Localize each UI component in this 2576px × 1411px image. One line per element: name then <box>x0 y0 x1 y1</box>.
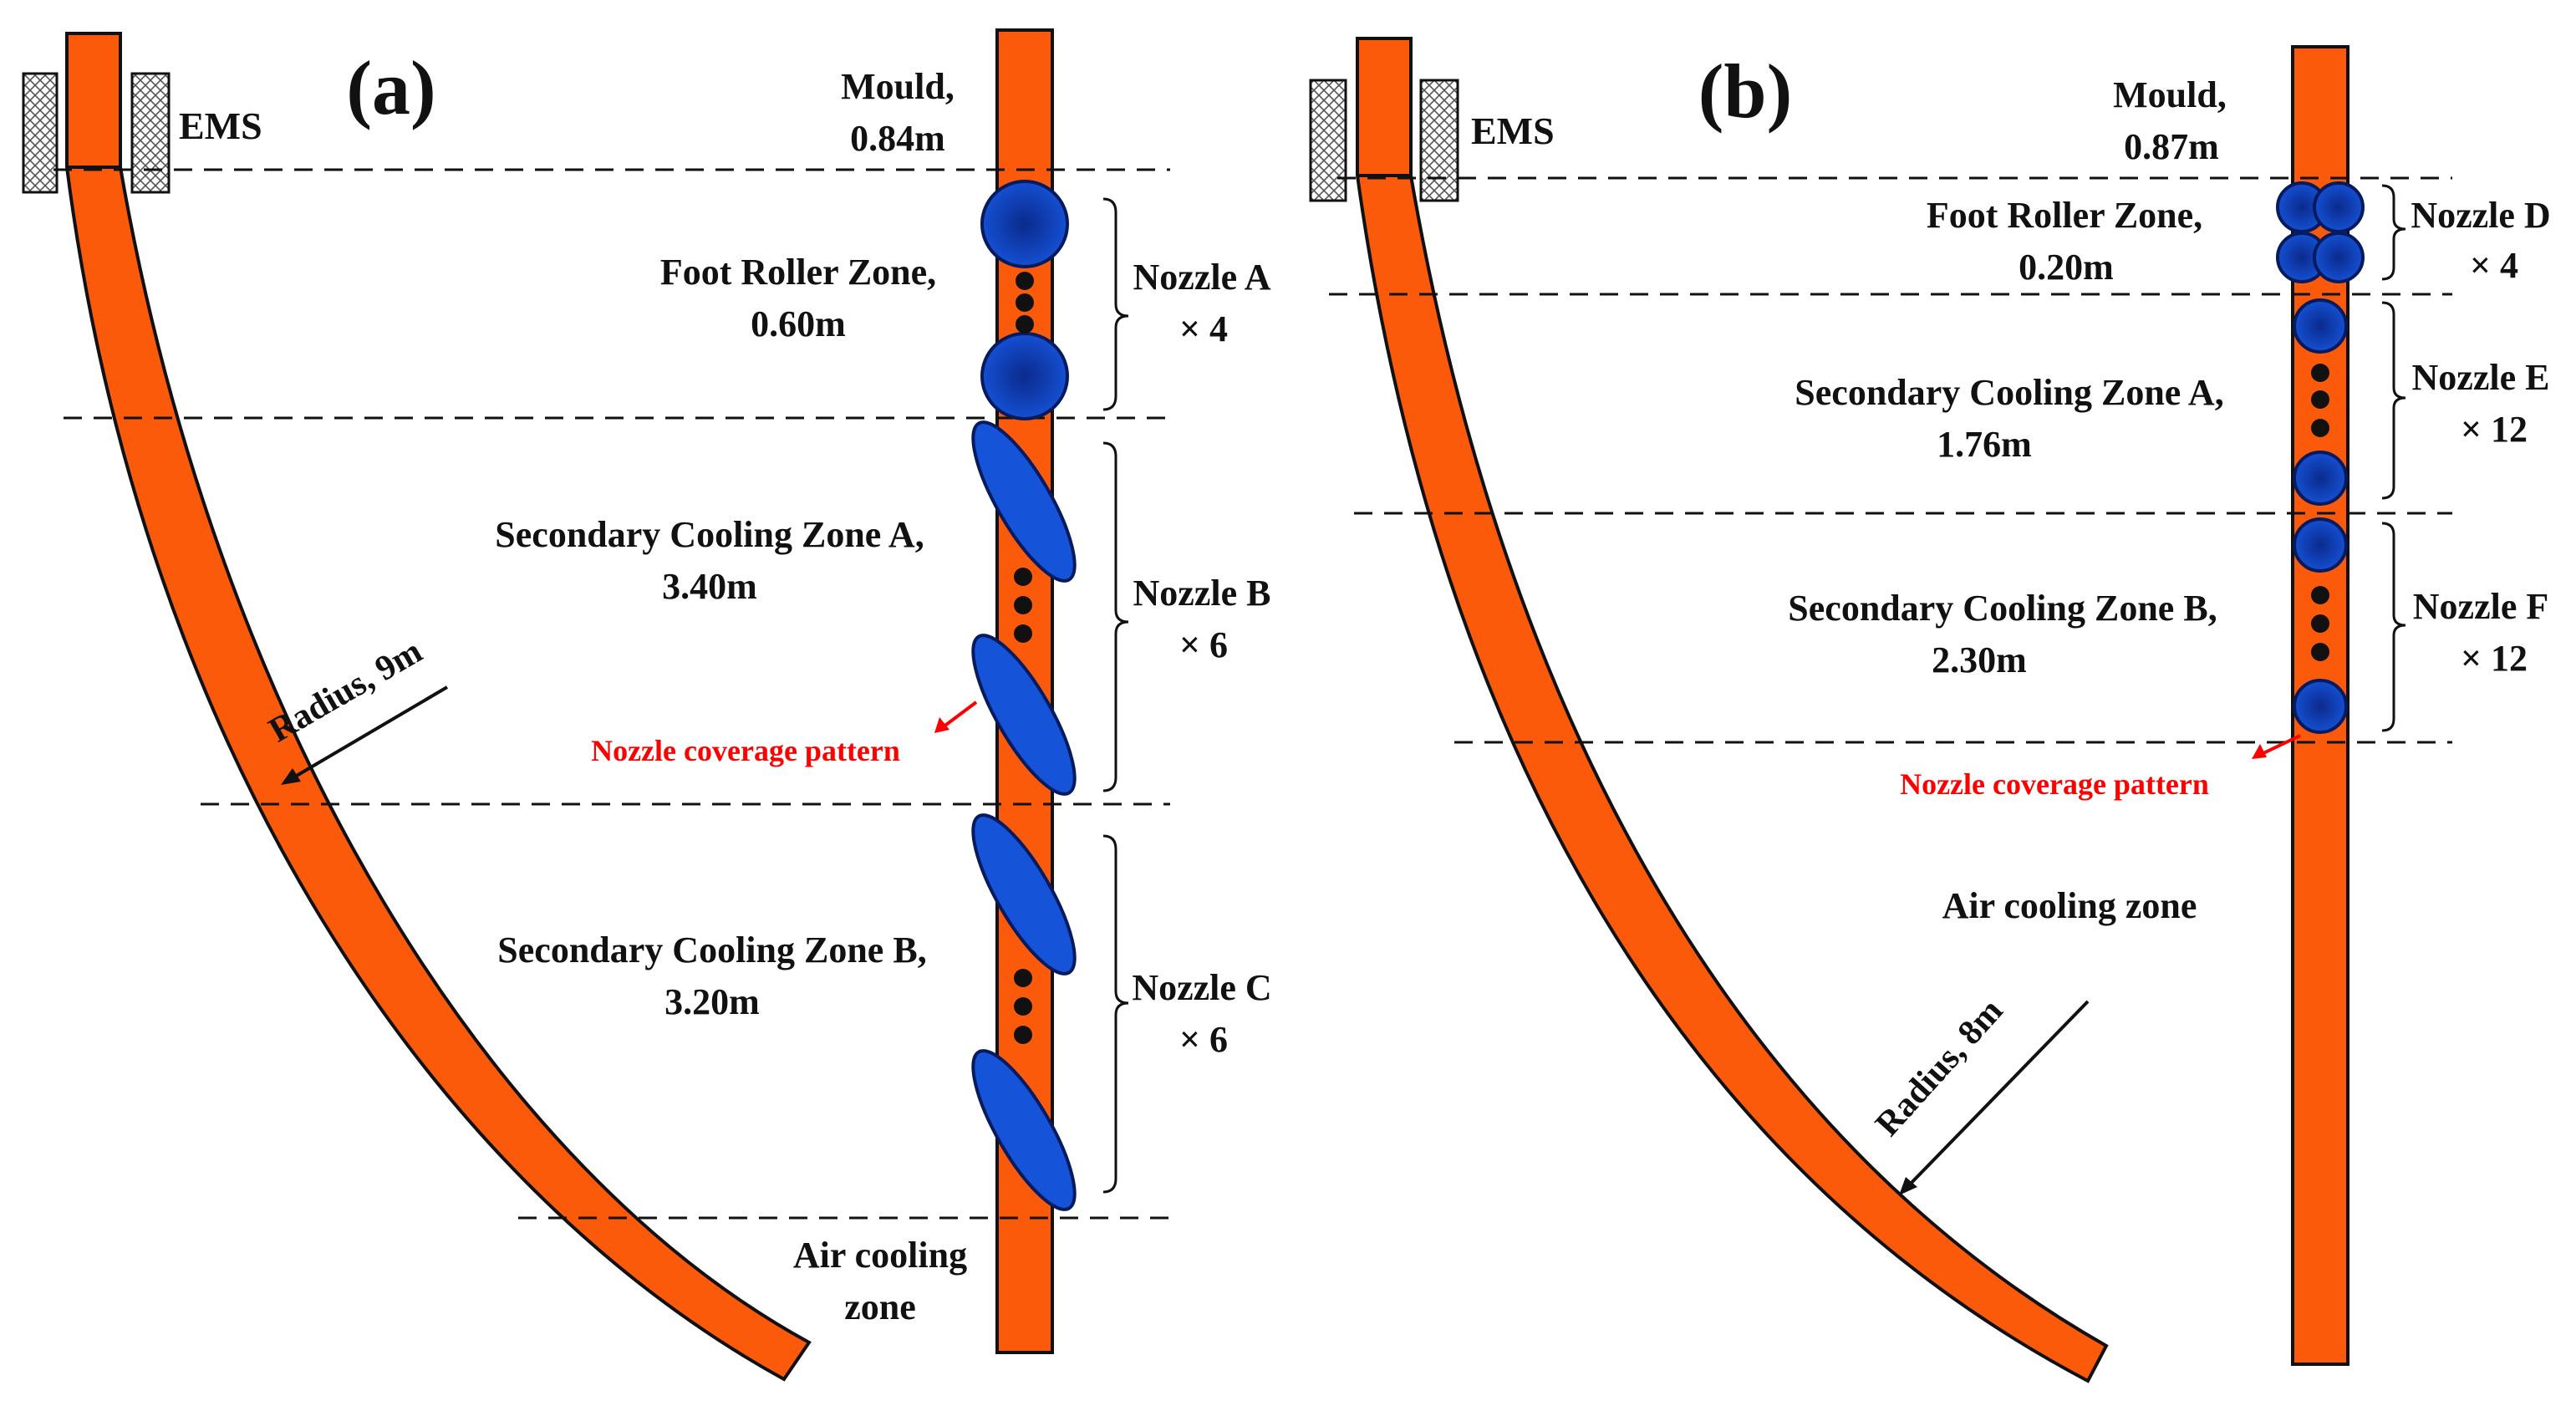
radius-label-a: Radius, 9m <box>262 632 429 750</box>
radius-label-b: Radius, 8m <box>1868 991 2010 1144</box>
nozzle-c-dot <box>1014 997 1032 1016</box>
nozzle-b-dot <box>1014 568 1032 586</box>
coverage-arrowhead-a <box>934 717 949 733</box>
radius-arrowhead-b <box>1899 1177 1917 1195</box>
nozzle-e-top <box>2293 298 2348 354</box>
nozzle-f-bottom <box>2293 679 2348 734</box>
nozzle-e-dot <box>2311 364 2329 382</box>
ems-coil-left-a <box>22 72 59 194</box>
panel-b: (b) EMS Mould, 0.87m Foot Roller Zone, 0… <box>1309 37 2551 1383</box>
air-cooling-label-b: Air cooling zone <box>1942 885 2197 926</box>
nozzle-f-bracket <box>2381 522 2406 732</box>
ems-coil-right-a <box>130 72 171 194</box>
panel-b-label: (b) <box>1698 48 1792 134</box>
mould-label-a: Mould, <box>841 66 955 107</box>
nozzle-a-bottom <box>980 332 1069 420</box>
air-cooling-zone-a: zone <box>844 1286 916 1327</box>
nozzle-b-label: Nozzle B <box>1133 573 1271 614</box>
nozzle-b-count: × 6 <box>1179 624 1228 665</box>
nozzle-a-count: × 4 <box>1179 308 1228 349</box>
foot-roller-length-a: 0.60m <box>751 303 846 344</box>
scz-a-length-a: 3.40m <box>662 566 757 607</box>
coverage-arrow-a <box>941 700 978 729</box>
nozzle-d-bracket <box>2381 184 2406 281</box>
mould-label-b: Mould, <box>2113 74 2227 115</box>
nozzle-c-top <box>971 813 1077 975</box>
nozzle-b-top <box>971 420 1077 583</box>
nozzle-a-dot <box>1016 315 1034 334</box>
nozzle-a-dot <box>1016 272 1034 290</box>
radius-arrowhead-a <box>281 768 301 785</box>
panel-a-label: (a) <box>346 45 435 130</box>
ems-coil-right-b <box>1419 79 1459 202</box>
scz-a-label-b: Secondary Cooling Zone A, <box>1795 372 2223 413</box>
coverage-label-b: Nozzle coverage pattern <box>1900 767 2209 801</box>
coverage-arrow-b <box>2261 734 2301 756</box>
scz-b-length-b: 2.30m <box>1932 639 2027 680</box>
nozzle-d <box>2313 181 2365 233</box>
scz-b-length-a: 3.20m <box>664 981 760 1022</box>
nozzle-b-dot <box>1014 624 1032 643</box>
foot-roller-label-b: Foot Roller Zone, <box>1927 195 2202 236</box>
nozzle-d <box>2313 232 2365 283</box>
radius-arrow-a <box>289 685 449 781</box>
nozzle-f-label: Nozzle F <box>2413 586 2548 627</box>
nozzle-c-bracket <box>1102 834 1129 1194</box>
nozzle-c-count: × 6 <box>1179 1019 1228 1060</box>
nozzle-e-bracket <box>2381 301 2406 500</box>
nozzle-f-dot <box>2311 614 2329 633</box>
nozzle-d-label: Nozzle D <box>2411 195 2550 236</box>
nozzle-f-dot <box>2311 586 2329 604</box>
air-cooling-label-a: Air cooling <box>793 1235 967 1276</box>
nozzle-d-count: × 4 <box>2470 245 2518 286</box>
nozzle-e-dot <box>2311 390 2329 409</box>
coverage-arrowhead-b <box>2252 744 2267 759</box>
ems-label-a: EMS <box>179 104 262 147</box>
scz-b-label-b: Secondary Cooling Zone B, <box>1788 588 2217 629</box>
nozzle-b-bottom <box>971 634 1077 796</box>
nozzle-c-bottom <box>971 1049 1077 1211</box>
nozzle-a-top <box>980 180 1069 268</box>
ems-label-b: EMS <box>1471 110 1555 152</box>
panel-a: (a) EMS Mould, 0.84m Foot Roller Zone, 0… <box>22 28 1272 1382</box>
nozzle-a-dot <box>1016 293 1034 312</box>
curved-strand-a <box>65 32 812 1382</box>
scz-a-length-b: 1.76m <box>1937 424 2032 465</box>
nozzle-f-top <box>2293 517 2348 573</box>
nozzle-e-count: × 12 <box>2461 409 2528 450</box>
foot-roller-length-b: 0.20m <box>2019 247 2114 288</box>
nozzle-b-bracket <box>1102 441 1129 792</box>
nozzle-f-count: × 12 <box>2461 638 2528 679</box>
radius-arrow-b <box>1906 1000 2090 1189</box>
nozzle-a-label: Nozzle A <box>1133 257 1271 298</box>
nozzle-c-dot <box>1014 1026 1032 1044</box>
foot-roller-label-a: Foot Roller Zone, <box>660 252 936 293</box>
mould-length-a: 0.84m <box>850 118 945 159</box>
nozzle-e-bottom <box>2293 451 2348 506</box>
coverage-label-a: Nozzle coverage pattern <box>591 734 900 767</box>
nozzle-c-label: Nozzle C <box>1132 967 1271 1008</box>
nozzle-a-bracket <box>1102 197 1129 411</box>
nozzle-c-dot <box>1014 969 1032 987</box>
ems-coil-left-b <box>1309 79 1347 202</box>
nozzle-f-dot <box>2311 643 2329 661</box>
nozzle-e-dot <box>2311 419 2329 437</box>
nozzle-b-dot <box>1014 596 1032 614</box>
curved-strand-b <box>1356 37 2109 1383</box>
scz-b-label-a: Secondary Cooling Zone B, <box>497 930 926 970</box>
scz-a-label-a: Secondary Cooling Zone A, <box>495 514 924 555</box>
nozzle-e-label: Nozzle E <box>2412 357 2550 398</box>
mould-length-b: 0.87m <box>2124 126 2219 167</box>
